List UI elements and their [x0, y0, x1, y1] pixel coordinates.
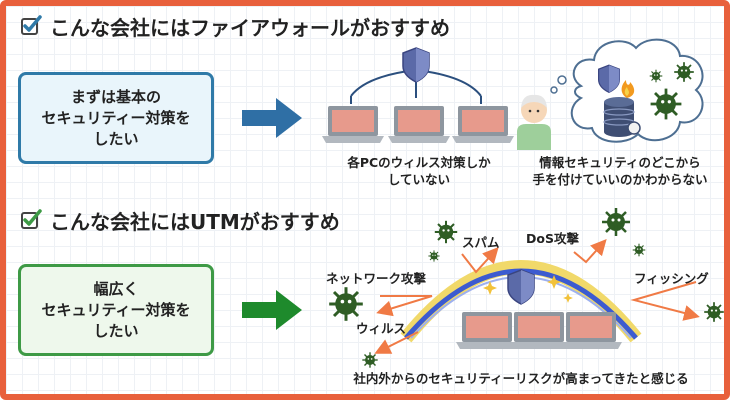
virus-icon — [327, 285, 365, 323]
virus-icon — [427, 249, 441, 263]
section2-need-box: 幅広く セキュリティー対策を したい — [18, 264, 214, 356]
virus-icon — [632, 243, 646, 257]
shield-icon — [507, 269, 535, 305]
threat-arrows — [374, 239, 700, 354]
laptop-icon — [560, 312, 622, 349]
laptop-icon — [452, 106, 514, 143]
caption-pcs: 各PCのウィルス対策しか していない — [347, 155, 491, 187]
caption-person: 情報セキュリティのどこから 手を付けていいのかわからない — [532, 155, 708, 187]
flame-icon — [621, 80, 635, 98]
firewall-network — [322, 47, 514, 143]
threat-label-spam: スパム — [462, 235, 500, 250]
section1-heading-text: こんな会社にはファイアウォールがおすすめ — [50, 15, 450, 40]
virus-icon — [649, 69, 663, 83]
virus-icon — [433, 219, 459, 245]
threat-label-dos: DoS攻撃 — [526, 231, 579, 246]
threat-label-phishing: フィッシング — [634, 271, 709, 286]
section2-heading-text: こんな会社にはUTMがおすすめ — [50, 209, 340, 234]
virus-icon — [703, 301, 724, 323]
check-icon — [21, 209, 42, 229]
sparkle-icon — [563, 293, 573, 303]
section2-heading: こんな会社にはUTMがおすすめ — [20, 206, 340, 234]
virus-icon — [361, 351, 379, 369]
caption-bottom: 社内外からのセキュリティーリスクが高まってきたと感じる — [353, 371, 689, 386]
virus-icon — [600, 206, 632, 238]
laptop-icon — [322, 106, 384, 143]
laptop-icon — [508, 312, 570, 349]
arrow-right-icon — [242, 98, 302, 138]
threat-label-network: ネットワーク攻撃 — [326, 271, 427, 286]
person-icon — [517, 94, 551, 150]
laptop-icon — [388, 106, 450, 143]
arrow-right-icon — [242, 290, 302, 330]
threat-label-virus: ウィルス — [356, 321, 407, 336]
shield-icon — [402, 47, 430, 83]
virus-icon — [649, 87, 683, 121]
section1-heading: こんな会社にはファイアウォールがおすすめ — [20, 12, 450, 40]
database-icon — [603, 97, 641, 137]
section1-need-box: まずは基本の セキュリティー対策を したい — [18, 72, 214, 164]
virus-icon — [673, 61, 695, 83]
illustration-layer — [242, 38, 724, 369]
check-icon — [21, 15, 42, 35]
laptop-icon — [456, 312, 518, 349]
